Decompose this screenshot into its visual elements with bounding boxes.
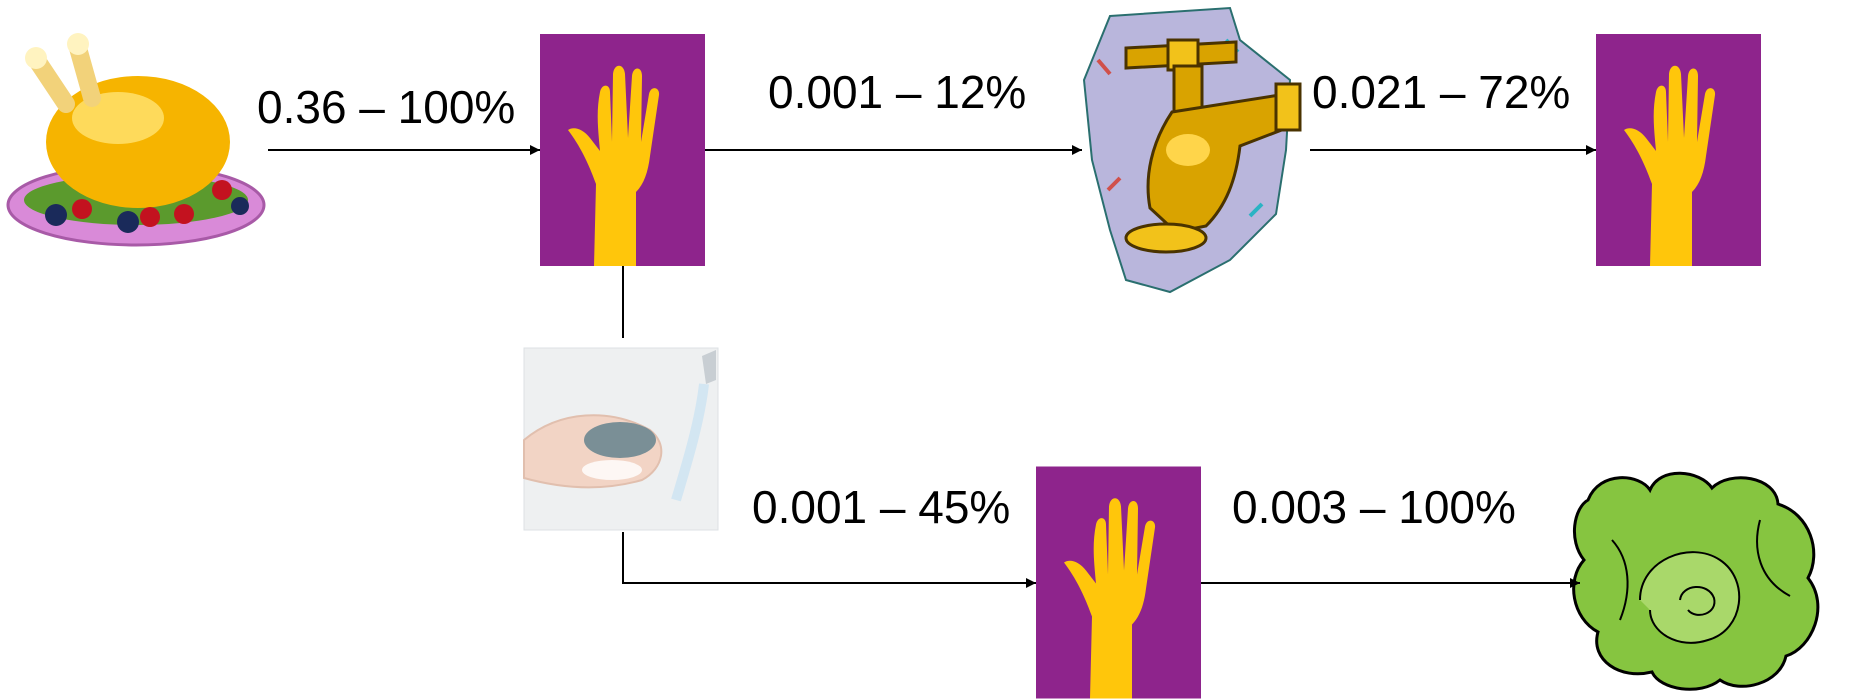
hand-icon [540,34,705,266]
hand-icon [1036,466,1201,699]
edge-label: 0.021 – 72% [1312,66,1570,118]
edge-label: 0.001 – 12% [768,66,1026,118]
lettuce-icon [1572,471,1820,691]
faucet-icon [1082,6,1302,294]
edge-label: 0.003 – 100% [1232,481,1516,533]
edge-label: 0.36 – 100% [257,81,515,133]
edge-label: 0.001 – 45% [752,481,1010,533]
hand-icon [1596,34,1761,266]
edge-washing-to-hand [622,532,1036,588]
handwashing-photo [523,347,719,531]
roast-chicken-icon [6,33,266,247]
edges: 0.36 – 100% 0.001 – 12% 0.021 – 72% 0.001 –… [257,66,1596,588]
